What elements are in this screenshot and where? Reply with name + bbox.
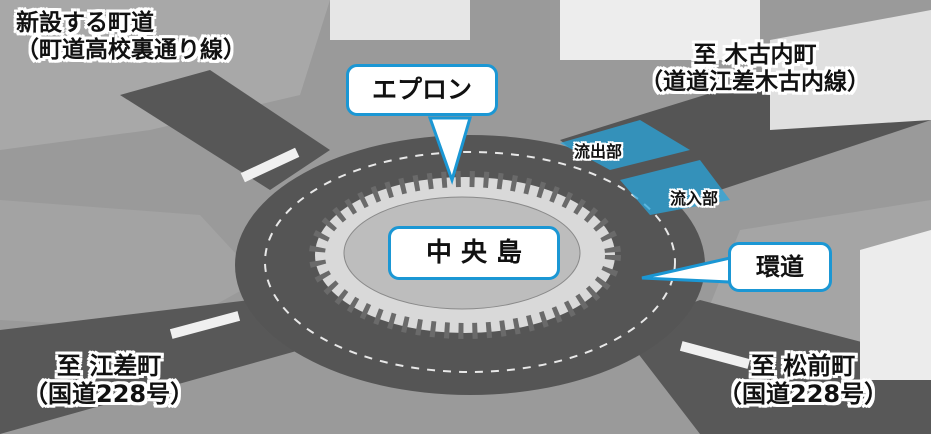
label-outflow: 流出部 — [574, 142, 623, 161]
buildings — [330, 0, 931, 380]
label-to-kikonai-line2: （道道江差木古内線） — [640, 69, 870, 96]
label-to-matsumae: 至 松前町 （国道228号） — [718, 352, 888, 409]
label-to-esashi-line2: （国道228号） — [24, 380, 195, 409]
apron-stripes — [309, 171, 621, 339]
callout-central-island: 中 央 島 — [388, 226, 560, 280]
label-new-town-road-line1: 新設する町道 — [16, 10, 154, 36]
crosswalks — [169, 147, 751, 369]
inflow-lane-highlight — [620, 160, 730, 215]
lot-lower-left — [0, 200, 260, 330]
road-lower-right — [620, 300, 931, 434]
road-lower-left — [0, 300, 300, 434]
label-to-matsumae-line1: 至 松前町 — [750, 352, 856, 380]
outflow-lane-highlight — [560, 120, 690, 170]
ring-lane-marking — [264, 151, 676, 373]
callout-ring-road: 環道 — [728, 242, 832, 292]
label-inflow: 流入部 — [670, 189, 719, 208]
label-to-kikonai: 至 木古内町 （道道江差木古内線） — [640, 42, 870, 96]
label-to-esashi: 至 江差町 （国道228号） — [24, 352, 194, 409]
label-to-esashi-line1: 至 江差町 — [56, 352, 162, 380]
label-new-town-road-line2: （町道高校裏通り線） — [16, 37, 246, 64]
grass-upper-left — [0, 0, 330, 150]
label-to-matsumae-line2: （国道228号） — [718, 380, 889, 409]
central-island-edge — [343, 196, 581, 310]
label-new-town-road: 新設する町道 （町道高校裏通り線） — [16, 10, 246, 64]
apron-callout-pointer — [427, 116, 472, 185]
label-to-kikonai-line1: 至 木古内町 — [693, 42, 817, 68]
callout-apron: エプロン — [346, 64, 498, 116]
